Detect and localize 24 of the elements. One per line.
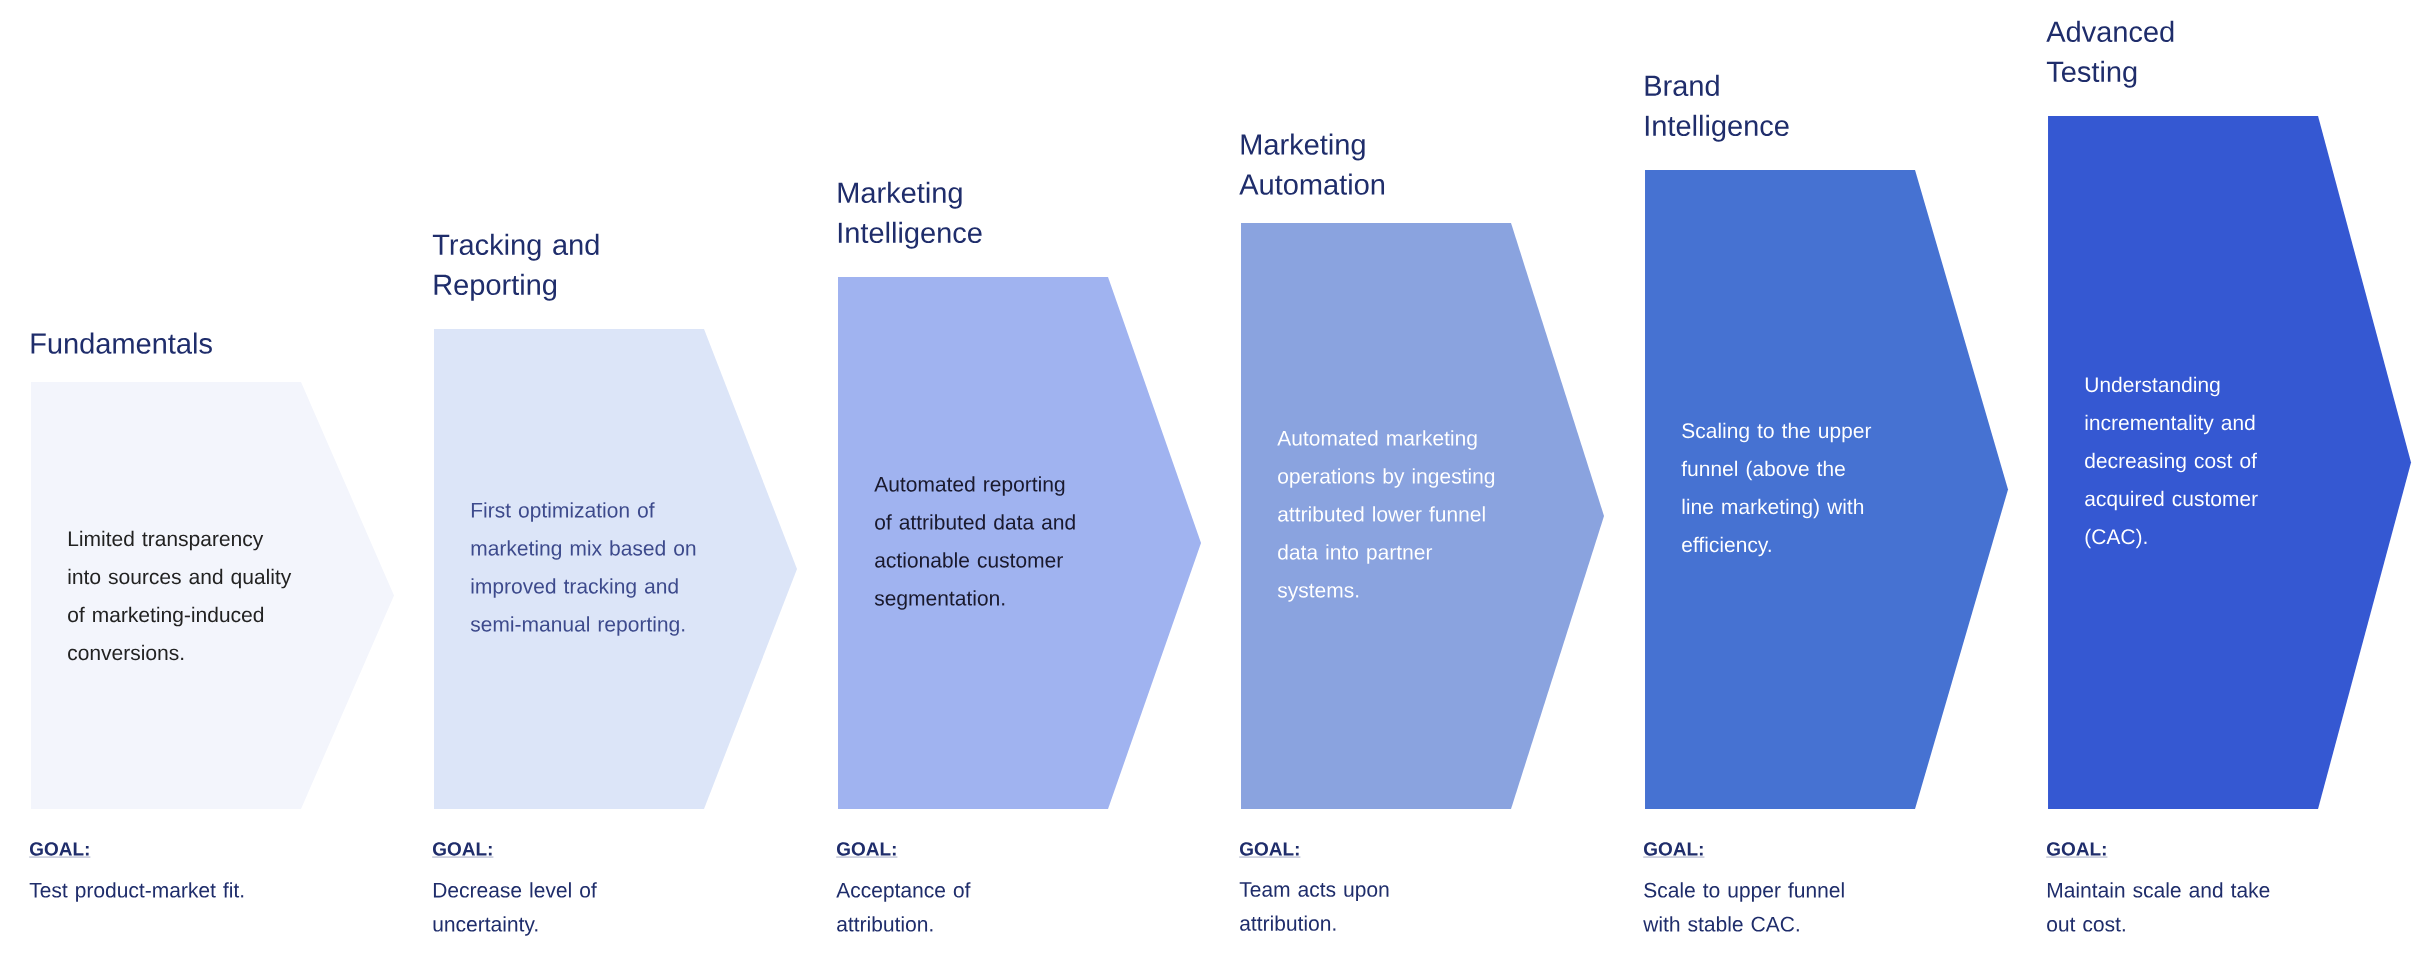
goal-label: GOAL: (836, 842, 898, 858)
stage-panel: Understanding incrementality and decreasing cost of acquired customer (CAC). (2048, 116, 2412, 809)
goal-label: GOAL: (29, 842, 91, 858)
goal-text: Decrease level of uncertainty. (433, 882, 597, 936)
goal-text: Team acts upon attribution. (1239, 882, 1389, 931)
goal-label: GOAL: (1643, 842, 1705, 858)
stage-panel: Scaling to the upper funnel (above the line marketing) with efficiency. (1645, 170, 2009, 809)
stage-heading: Brand Intelligence (1645, 74, 1789, 142)
stage-panel: Limited transparency into sources and quality of marketing-induced conversions. (31, 382, 394, 809)
stage-panel: Automated marketing operations by ingesting attributed lower funnel data into partner systems. (1241, 223, 1604, 809)
goal-text: Maintain scale and take out cost. (2047, 882, 2270, 932)
stage-heading: Tracking and Reporting (432, 233, 599, 301)
goal-text: Acceptance of attribution. (836, 882, 971, 932)
goal-label: GOAL: (2046, 842, 2108, 858)
stage-panel: First optimization of marketing mix based on improved tracking and semi-manual reporting. (434, 329, 797, 809)
goal-label: GOAL: (1239, 842, 1301, 858)
stage-heading: Marketing Intelligence (838, 181, 982, 249)
stage-panel: Automated reporting of attributed data and actionable customer segmentation. (838, 277, 1201, 809)
stage-heading: Advanced Testing (2046, 20, 2174, 88)
stage-heading: Fundamentals (31, 332, 212, 354)
stage-heading: Marketing Automation (1239, 133, 1384, 195)
goal-text: Scale to upper funnel with stable CAC. (1643, 882, 1844, 932)
goal-text: Test product-market fit. (29, 882, 244, 902)
goal-label: GOAL: (432, 842, 494, 858)
